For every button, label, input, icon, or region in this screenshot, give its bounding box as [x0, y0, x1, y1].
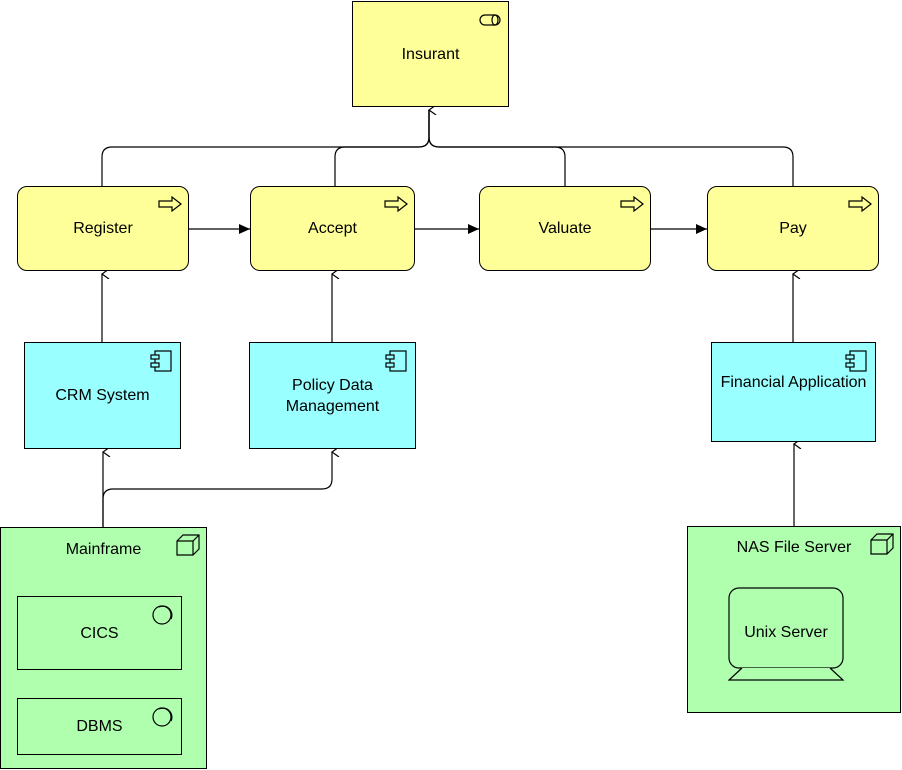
system-software-icon	[152, 707, 173, 727]
process-arrow-icon	[620, 196, 644, 212]
connector-mainframe-policy	[102, 452, 332, 527]
system-software-label: DBMS	[76, 718, 123, 735]
node-cube-icon	[870, 533, 894, 555]
node-label: NAS File Server	[736, 539, 852, 556]
connector-accept-insurant	[334, 110, 430, 186]
application-financial-application[interactable]: Financial Application	[711, 342, 876, 442]
process-arrow-icon	[158, 196, 182, 212]
device-label: Unix Server	[744, 624, 828, 641]
system-software-label: CICS	[80, 624, 119, 642]
system-software-cics[interactable]: CICS	[17, 596, 182, 670]
device-icon	[728, 587, 845, 681]
process-label: Pay	[779, 220, 807, 237]
node-cube-icon	[176, 534, 200, 556]
application-label: Financial Application	[720, 374, 867, 391]
process-valuate[interactable]: Valuate	[479, 186, 651, 271]
process-arrow-icon	[848, 196, 872, 212]
system-software-icon	[152, 605, 173, 625]
process-arrow-icon	[384, 196, 408, 212]
device-unix-server[interactable]: Unix Server	[728, 587, 846, 681]
connector-register-insurant	[101, 110, 429, 186]
process-register[interactable]: Register	[17, 186, 189, 271]
application-component-icon	[150, 350, 172, 372]
application-label: CRM System	[55, 387, 150, 404]
application-component-icon	[845, 350, 867, 372]
application-component-icon	[385, 350, 407, 372]
connector-valuate-insurant	[428, 110, 566, 186]
process-accept[interactable]: Accept	[250, 186, 415, 271]
system-software-dbms[interactable]: DBMS	[17, 698, 182, 755]
node-label: Mainframe	[65, 541, 142, 558]
process-label: Accept	[308, 220, 357, 237]
business-role-icon	[479, 14, 501, 26]
business-role-insurant[interactable]: Insurant	[352, 1, 509, 107]
business-role-label: Insurant	[401, 45, 460, 63]
connector-pay-insurant	[428, 110, 794, 186]
process-label: Register	[73, 220, 133, 237]
application-policy-data-management[interactable]: Policy Data Management	[249, 342, 416, 449]
application-crm-system[interactable]: CRM System	[24, 342, 181, 449]
process-label: Valuate	[538, 220, 592, 237]
application-label: Policy Data Management	[285, 376, 380, 415]
process-pay[interactable]: Pay	[707, 186, 879, 271]
node-nas-file-server[interactable]: NAS File Server Unix Server	[687, 526, 901, 713]
node-mainframe[interactable]: Mainframe CICS DBMS	[0, 527, 207, 769]
